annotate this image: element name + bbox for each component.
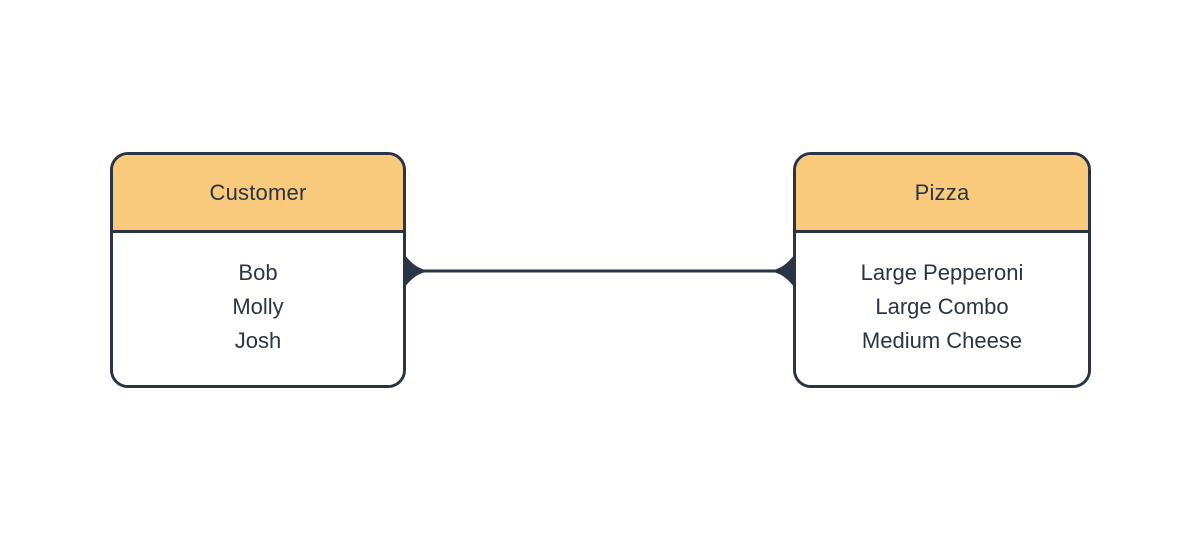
entity-customer-title: Customer [209,179,307,205]
entity-pizza[interactable]: Pizza Large Pepperoni Large Combo Medium… [793,152,1091,388]
entity-pizza-title: Pizza [914,179,970,205]
entity-row: Large Combo [875,294,1009,319]
entity-customer-body: Bob Molly Josh [113,233,403,385]
entity-row: Bob [238,260,278,285]
entity-row: Large Pepperoni [860,260,1024,285]
entity-pizza-header: Pizza [796,155,1088,233]
entity-row: Josh [234,328,282,353]
entity-row: Medium Cheese [861,328,1023,353]
entity-customer[interactable]: Customer Bob Molly Josh [110,152,406,388]
connector-right-anchor-icon [769,254,795,288]
entity-customer-header: Customer [113,155,403,233]
entity-row: Molly [232,294,284,319]
relationship-connector[interactable] [404,251,795,291]
connector-left-anchor-icon [404,254,430,288]
entity-pizza-body: Large Pepperoni Large Combo Medium Chees… [796,233,1088,385]
